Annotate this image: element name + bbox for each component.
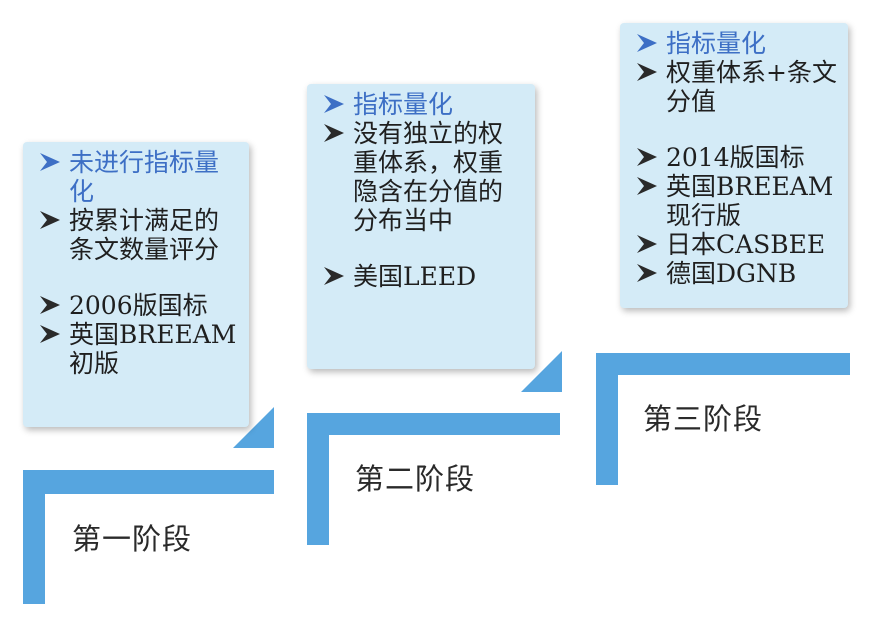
stage-3-item-quantification: 指标量化 bbox=[630, 29, 838, 58]
arrowhead-bullet-icon bbox=[637, 235, 657, 253]
stage-2-item-weights: 没有独立的权重体系，权重隐含在分值的分布当中 bbox=[317, 119, 525, 235]
stage-3-item-text: 英国BREEAM现行版 bbox=[666, 172, 834, 230]
stage-3-item-breeam: 英国BREEAM现行版 bbox=[630, 172, 838, 230]
stage-1-bracket-top bbox=[23, 470, 274, 494]
stage-3-label: 第三阶段 bbox=[643, 402, 764, 436]
stage-2-item-text: 没有独立的权重体系，权重隐含在分值的分布当中 bbox=[353, 119, 504, 235]
stage-1-bracket-side bbox=[23, 470, 45, 604]
stage-1-item-quantification: 未进行指标量化 bbox=[33, 148, 239, 206]
stage-1-item-text: 未进行指标量化 bbox=[69, 148, 220, 206]
stage-3-item-dgnb: 德国DGNB bbox=[630, 259, 838, 288]
stage-2-item-text: 美国LEED bbox=[353, 262, 477, 291]
arrowhead-bullet-icon bbox=[40, 211, 60, 229]
stage-2-item-leed: 美国LEED bbox=[317, 262, 525, 291]
stage-3-bracket-top bbox=[596, 353, 850, 375]
stage-2-item-text: 指标量化 bbox=[353, 90, 454, 119]
stage-1-item-text: 2006版国标 bbox=[69, 291, 208, 320]
arrowhead-bullet-icon bbox=[324, 267, 344, 285]
arrowhead-bullet-icon bbox=[637, 34, 657, 52]
stage-3-item-standard: 2014版国标 bbox=[630, 143, 838, 172]
stage-2-card: 指标量化 没有独立的权重体系，权重隐含在分值的分布当中 美国LEED bbox=[307, 84, 535, 369]
stage-1-item-standard: 2006版国标 bbox=[33, 291, 239, 320]
stage-1-item-text: 按累计满足的条文数量评分 bbox=[69, 206, 220, 264]
arrowhead-bullet-icon bbox=[40, 325, 60, 343]
stage-3-item-text: 德国DGNB bbox=[666, 259, 797, 288]
arrowhead-bullet-icon bbox=[637, 63, 657, 81]
stage-2-bracket-side bbox=[307, 413, 329, 545]
arrowhead-bullet-icon bbox=[324, 124, 344, 142]
stage-3-bracket-side bbox=[596, 353, 618, 485]
stage-2-item-quantification: 指标量化 bbox=[317, 90, 525, 119]
stage-1-item-breeam: 英国BREEAM初版 bbox=[33, 320, 239, 378]
stage-3-card: 指标量化 权重体系+条文分值 2014版国标 英国BREEAM现行版 日本CAS… bbox=[620, 23, 848, 308]
arrowhead-bullet-icon bbox=[637, 148, 657, 166]
arrowhead-bullet-icon bbox=[637, 264, 657, 282]
arrowhead-bullet-icon bbox=[40, 296, 60, 314]
stage-2-bracket-top bbox=[307, 413, 560, 435]
stage-1-item-text: 英国BREEAM初版 bbox=[69, 320, 237, 378]
stage-3-item-text: 日本CASBEE bbox=[666, 230, 826, 259]
stage-1-item-scoring: 按累计满足的条文数量评分 bbox=[33, 206, 239, 264]
stage-1-label: 第一阶段 bbox=[72, 522, 193, 556]
stage-3-item-text: 2014版国标 bbox=[666, 143, 805, 172]
arrowhead-bullet-icon bbox=[40, 153, 60, 171]
arrowhead-bullet-icon bbox=[637, 177, 657, 195]
stage-3-item-text: 权重体系+条文分值 bbox=[666, 58, 837, 116]
stage-3-item-text: 指标量化 bbox=[666, 29, 767, 58]
stage-3-item-casbee: 日本CASBEE bbox=[630, 230, 838, 259]
stage-1-card: 未进行指标量化 按累计满足的条文数量评分 2006版国标 英国BREEAM初版 bbox=[23, 142, 249, 427]
stage-3-item-weights: 权重体系+条文分值 bbox=[630, 58, 838, 116]
stage-2-label: 第二阶段 bbox=[355, 462, 476, 496]
arrowhead-bullet-icon bbox=[324, 95, 344, 113]
